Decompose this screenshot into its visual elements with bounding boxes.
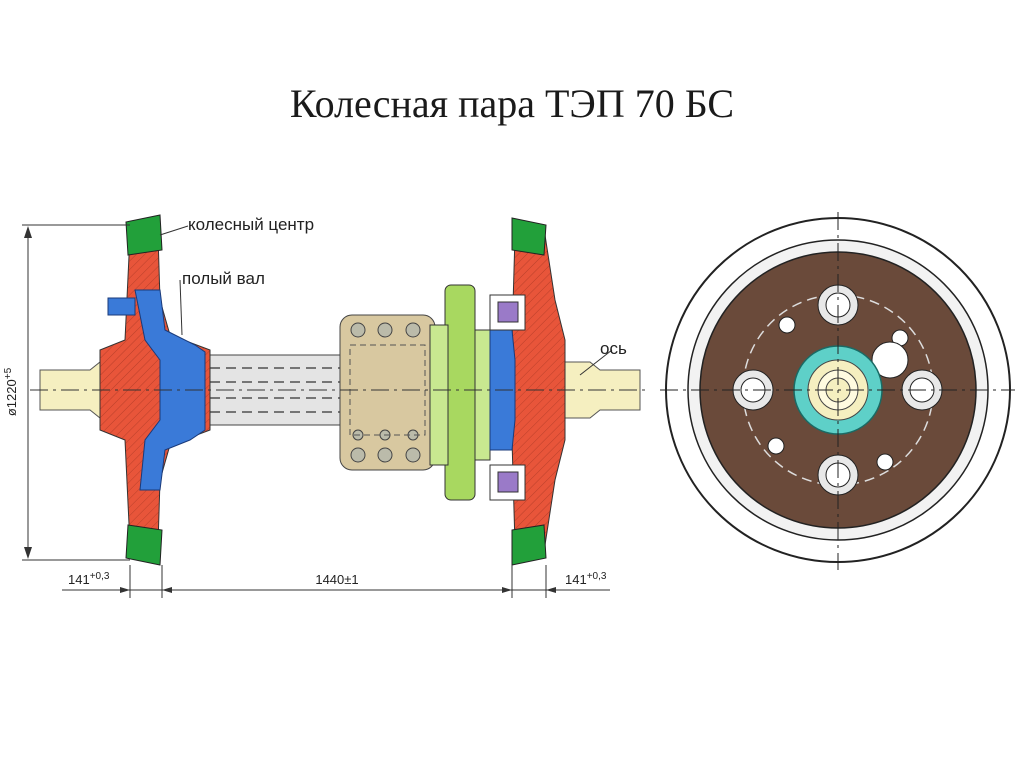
left-wheel-rim-top [125,214,163,256]
right-offset-value: 141 [565,572,587,587]
span-value: 1440±1 [315,572,358,587]
svg-text:141+0,3: 141+0,3 [565,571,607,587]
right-bearing-top [489,294,526,331]
svg-text:ø1220+5: ø1220+5 [3,367,19,416]
horizontal-dimensions: 141+0,3 1440±1 141+0,3 [62,565,610,598]
right-wheel-rim-bottom [511,524,547,566]
diameter-dimension: ø1220+5 [3,224,130,561]
diameter-value: ø1220 [4,379,19,416]
inspection-hole [871,341,909,379]
page-title: Колесная пара ТЭП 70 БС [289,81,735,126]
label-wheel-center: колесный центр [188,215,314,234]
left-offset-value: 141 [68,572,90,587]
side-view: колесный центр полый вал ось ø1220+5 [3,214,645,598]
label-axle: ось [600,339,627,358]
small-holes [767,316,909,471]
traction-gear [429,284,491,501]
diameter-tolerance: +5 [3,367,14,379]
end-view [660,212,1015,570]
svg-text:141+0,3: 141+0,3 [68,571,110,587]
left-offset-tolerance: +0,3 [90,571,110,582]
right-wheel-rim-top [511,217,547,256]
right-wheel [489,217,566,566]
right-offset-tolerance: +0,3 [587,571,607,582]
label-hollow-shaft: полый вал [182,269,265,288]
gear-housing [339,314,436,471]
left-wheel-rim-bottom [125,524,163,566]
right-bearing-bottom [489,464,526,501]
